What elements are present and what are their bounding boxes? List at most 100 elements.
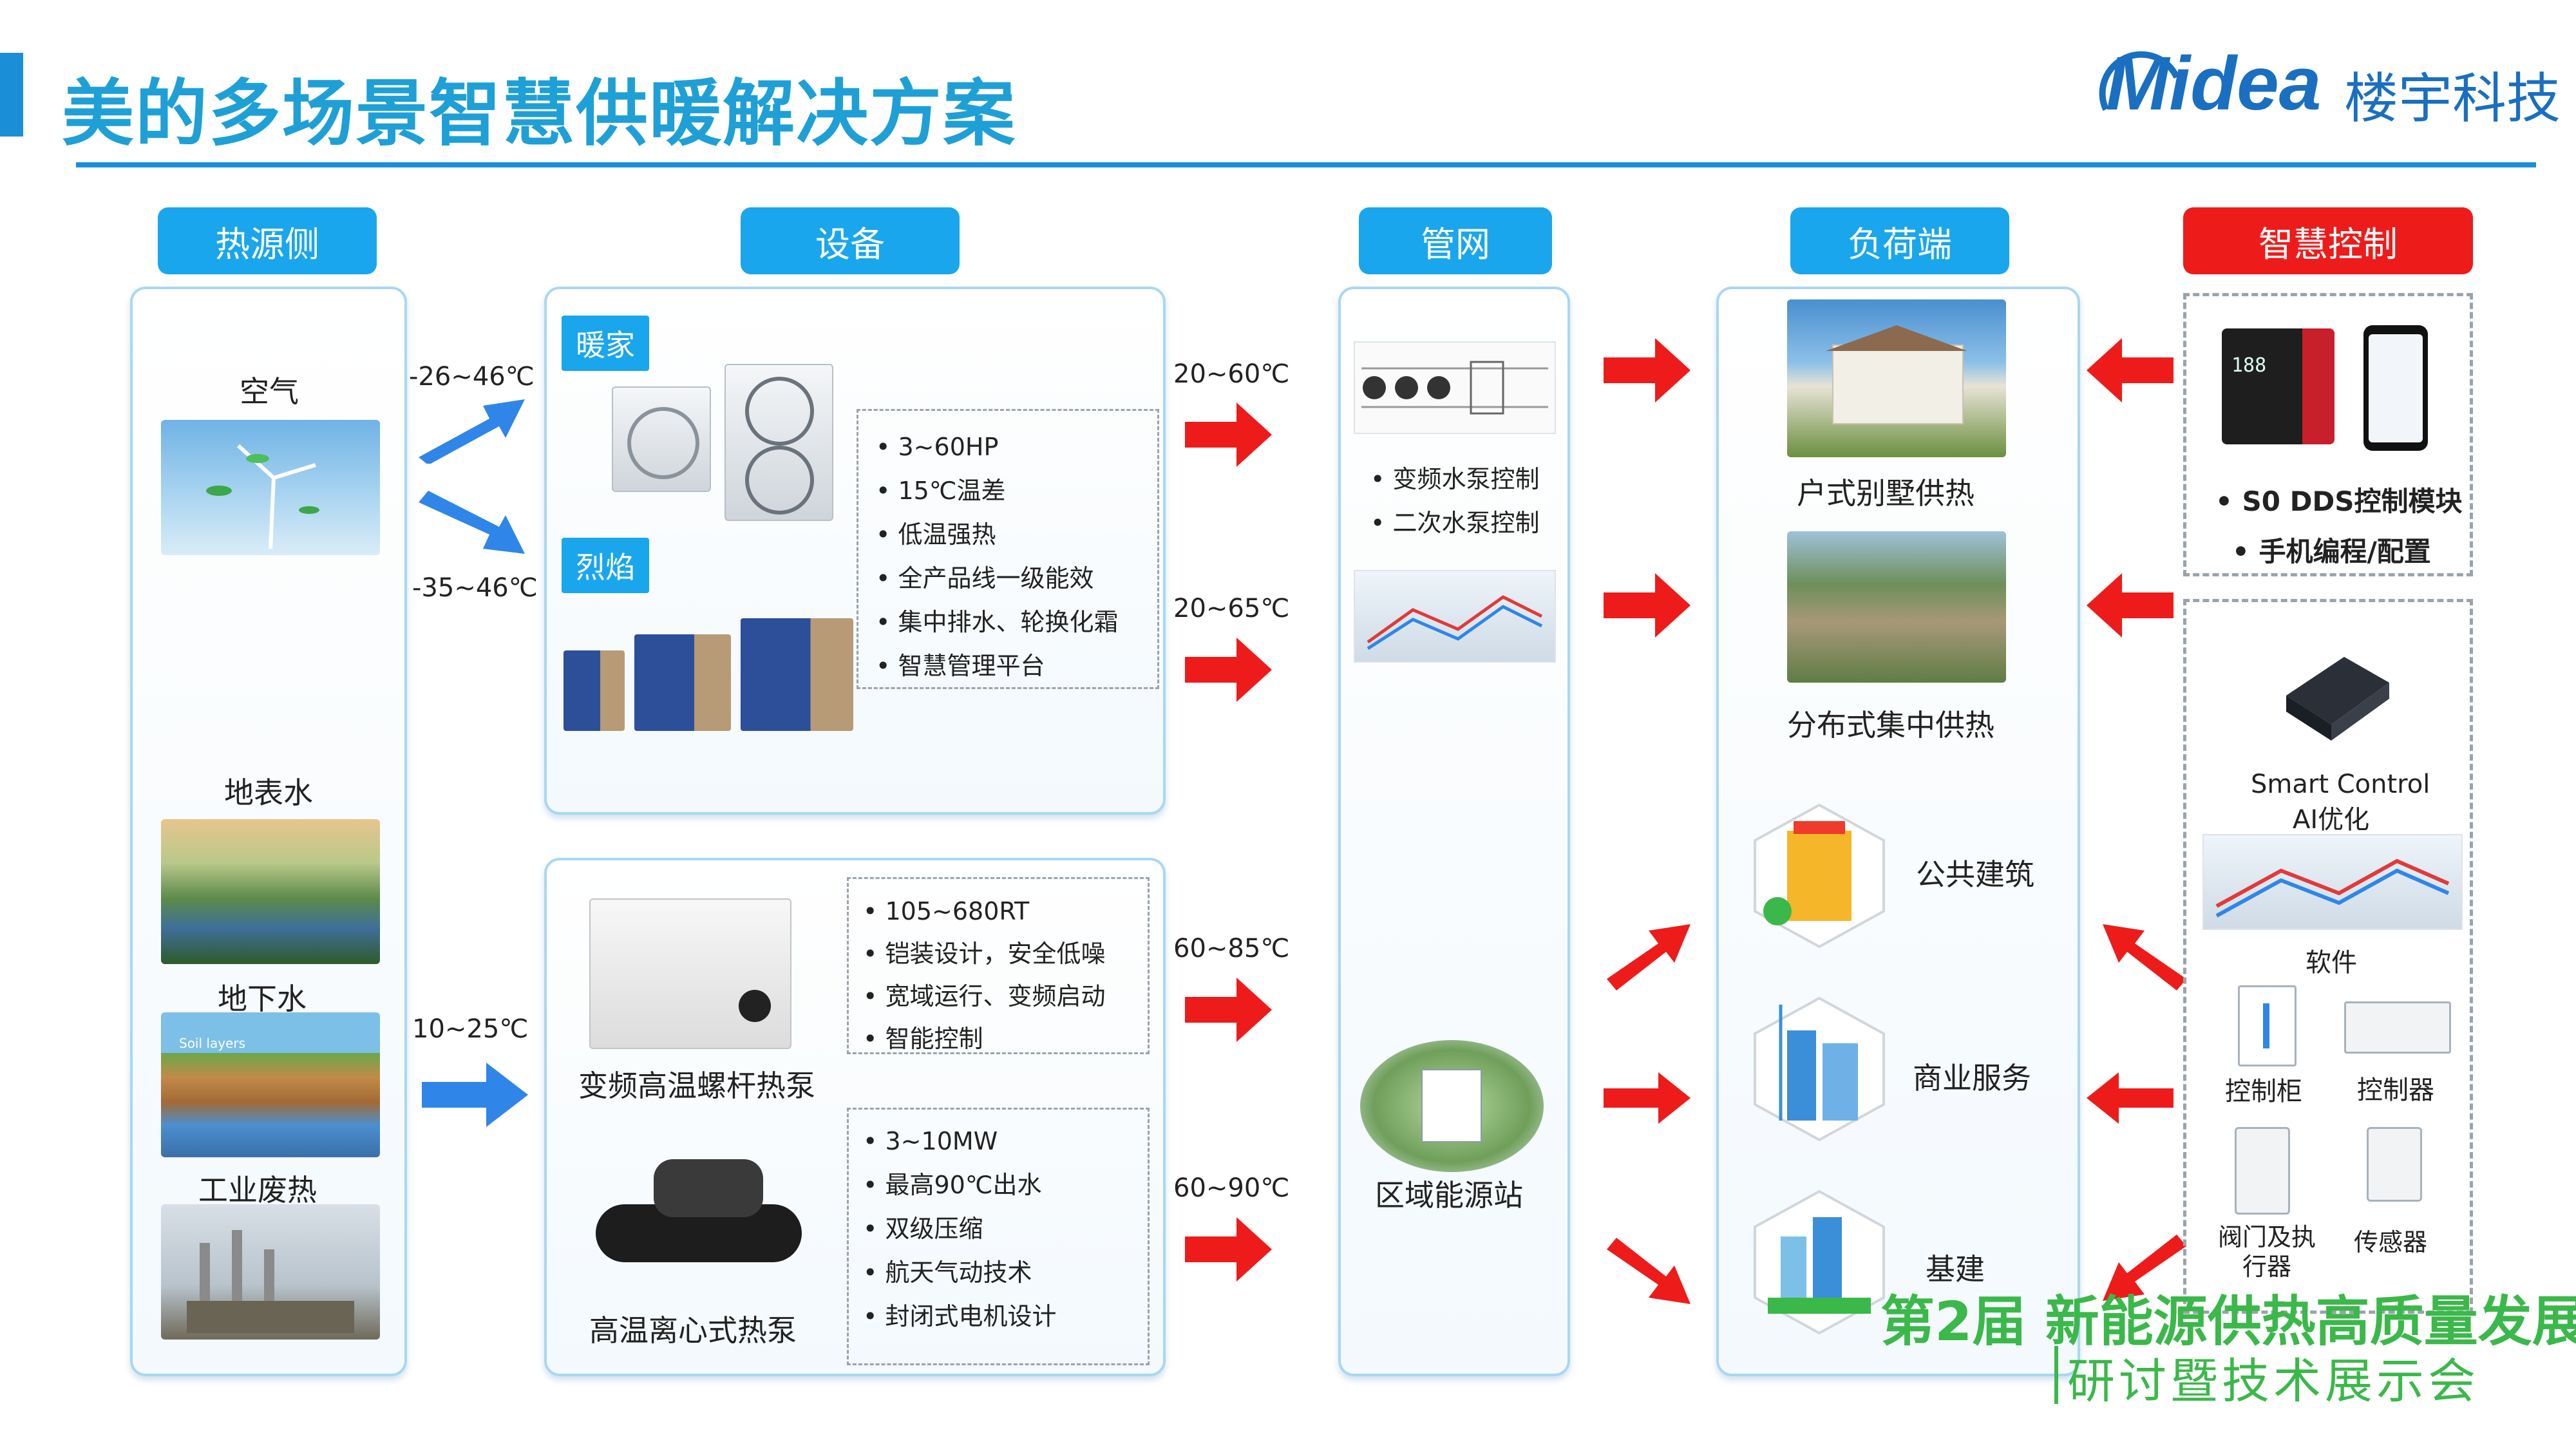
pump-schematic-icon (1361, 361, 1548, 415)
source-surface-water-label: 地表水 (224, 775, 313, 810)
spec-item: 宽域运行、变频启动 (863, 975, 1106, 1018)
load-public-label: 公共建筑 (1916, 857, 2034, 892)
software-screenshot (2202, 834, 2463, 930)
temp-water: 10~25℃ (412, 1014, 529, 1044)
ai-optimize-label: AI优化 (2293, 805, 2370, 835)
load-commercial-label: 商业服务 (1913, 1061, 2031, 1095)
temp-air-1: -26~46℃ (409, 362, 535, 392)
software-label: 软件 (2306, 948, 2357, 978)
red-arrow-down-right-icon (1607, 1238, 1690, 1304)
commercial-building-icon (1754, 996, 1885, 1142)
column-equipment: 设备 (741, 207, 960, 274)
spec-item: 智慧管理平台 (876, 644, 1119, 688)
smart-control-box-icon (2286, 657, 2389, 741)
title-accent-bar (0, 53, 23, 137)
energy-station-image (1360, 1040, 1544, 1172)
red-arrow-right-icon (1604, 573, 1690, 638)
logo-brand: Midea (2106, 41, 2322, 126)
heat-pump-unit-tall (724, 364, 833, 521)
blue-arrow-down-icon (419, 491, 525, 554)
spec-item: 集中排水、轮换化霜 (876, 600, 1119, 644)
temp-out-2: 20~65℃ (1173, 594, 1290, 623)
spec-item: 105~680RT (863, 890, 1106, 933)
logo-subtitle: 楼宇科技 (2344, 67, 2561, 130)
spec-item: 双级压缩 (863, 1207, 1057, 1251)
public-building-icon (1754, 803, 1885, 949)
network-3d-diagram (1354, 570, 1556, 663)
sensor-icon (2367, 1127, 2422, 1202)
spec-box-air (857, 409, 1159, 689)
pipe-network-icon (1367, 595, 1543, 650)
event-title-line1: 第2届 新能源供热高质量发展 (1880, 1290, 2576, 1353)
source-waste-heat-label: 工业废热 (198, 1173, 317, 1208)
red-arrow-left-icon (2087, 573, 2174, 638)
valve-actuator-label: 阀门及执行器 (2217, 1223, 2316, 1281)
page-title: 美的多场景智慧供暖解决方案 (62, 72, 1016, 156)
spec-item: 智能控制 (863, 1018, 1106, 1060)
control-item-dds-text: S0 DDS控制模块 (2242, 486, 2463, 517)
spec-item: 二次水泵控制 (1370, 501, 1540, 545)
heat-pump-module-1 (564, 650, 625, 731)
temp-air-2: -35~46℃ (412, 573, 538, 603)
infrastructure-icon (1754, 1189, 1885, 1335)
source-air-label: 空气 (240, 374, 299, 409)
district-image (1787, 531, 2006, 683)
soil-layers-caption: Soil layers (179, 1036, 245, 1051)
red-arrow-up-right-icon (1607, 924, 1690, 990)
column-network: 管网 (1359, 207, 1552, 274)
software-pipe-icon (2215, 858, 2450, 918)
spec-list-air: 3~60HP 15℃温差 低温强热 全产品线一级能效 集中排水、轮换化霜 智慧管… (876, 425, 1119, 688)
factory-image (161, 1204, 380, 1340)
spec-item: 低温强热 (876, 513, 1119, 556)
column-source: 热源侧 (158, 207, 377, 274)
energy-station-label: 区域能源站 (1375, 1178, 1523, 1213)
load-infra-label: 基建 (1926, 1252, 1985, 1287)
fan-icon (627, 407, 699, 479)
control-item-phone-text: 手机编程/配置 (2259, 536, 2431, 567)
spec-list-centrifugal: 3~10MW 最高90℃出水 双级压缩 航天气动技术 封闭式电机设计 (863, 1119, 1057, 1338)
spec-item: 最高90℃出水 (863, 1163, 1057, 1207)
column-control: 智慧控制 (2183, 207, 2473, 274)
red-arrow-right-icon (1604, 338, 1690, 402)
valve-actuator-icon (2235, 1127, 2290, 1215)
pump-diagram-image (1354, 341, 1556, 434)
spec-item: 3~60HP (876, 425, 1119, 469)
control-devices-box (2183, 599, 2473, 1314)
title-divider (76, 162, 2536, 167)
red-arrow-left-icon (2087, 338, 2174, 402)
villa-image (1787, 299, 2006, 457)
spec-box-centrifugal (847, 1108, 1150, 1365)
source-ground-water-label: 地下水 (218, 981, 307, 1016)
controller-icon (2344, 1001, 2451, 1054)
control-cabinet-label: 控制柜 (2225, 1077, 2302, 1106)
event-divider (2054, 1346, 2058, 1404)
heat-pump-unit-small (612, 386, 711, 492)
control-item-phone: • 手机编程/配置 (2232, 536, 2431, 567)
red-arrow-right-icon (1185, 978, 1272, 1042)
red-arrow-right-icon (1185, 1217, 1272, 1282)
load-district-label: 分布式集中供热 (1787, 708, 1994, 743)
screw-heat-pump-image (589, 898, 791, 1049)
dds-controller-image: 188 (2222, 328, 2334, 444)
screw-heat-pump-name: 变频高温螺杆热泵 (578, 1068, 815, 1103)
midea-logo: Midea 楼宇科技 (2087, 32, 2561, 135)
control-item-dds: • S0 DDS控制模块 (2215, 486, 2463, 517)
spec-item: 铠装设计，安全低噪 (863, 933, 1106, 975)
smart-control-label: Smart Control (2251, 770, 2430, 799)
event-title-line2: 研讨暨技术展示会 (2067, 1354, 2479, 1409)
spec-item: 变频水泵控制 (1370, 457, 1540, 501)
red-arrow-right-icon (1185, 638, 1272, 702)
spec-item: 封闭式电机设计 (863, 1294, 1057, 1338)
load-villa-label: 户式别墅供热 (1797, 476, 1975, 511)
fan-icon (745, 377, 814, 446)
heat-pump-module-3 (741, 618, 853, 731)
spec-item: 全产品线一级能效 (876, 556, 1119, 600)
midea-swoosh-icon (2099, 51, 2180, 111)
brand-badge-nuanjia: 暖家 (562, 316, 649, 371)
temp-out-1: 20~60℃ (1173, 359, 1290, 389)
spec-item: 15℃温差 (876, 469, 1119, 513)
control-module-box (2183, 293, 2473, 576)
factory-chimney-icon (187, 1230, 354, 1333)
column-load: 负荷端 (1790, 207, 2009, 274)
phone-image (2363, 325, 2428, 451)
